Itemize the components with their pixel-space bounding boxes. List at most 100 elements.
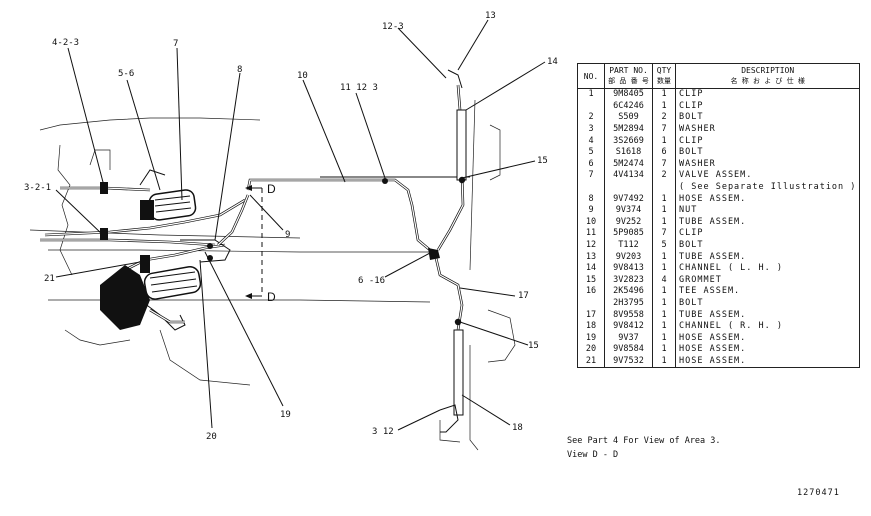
row-description: CLIP	[675, 135, 861, 147]
row-qty	[652, 181, 676, 194]
row-description: CLIP	[675, 88, 861, 101]
row-qty: 2	[652, 170, 676, 182]
callout-21: 21	[44, 274, 55, 284]
callout-20: 20	[206, 432, 217, 442]
row-description: BOLT	[675, 297, 861, 310]
callout-3-2-1: 3-2-1	[24, 183, 51, 193]
header-part-no: PART NO.部 品 番 号	[604, 63, 653, 89]
row-no	[577, 181, 605, 194]
row-qty: 1	[652, 332, 676, 345]
row-no: 11	[577, 228, 605, 240]
row-part-no: 9V8412	[604, 320, 653, 333]
row-no: 16	[577, 286, 605, 298]
row-description: NUT	[675, 204, 861, 217]
row-no: 21	[577, 355, 605, 369]
row-qty: 1	[652, 88, 676, 101]
row-part-no: 9M8405	[604, 88, 653, 101]
row-description: VALVE ASSEM.	[675, 170, 861, 182]
row-no: 19	[577, 332, 605, 345]
row-no: 1	[577, 88, 605, 101]
row-qty: 1	[652, 135, 676, 147]
row-description: GROMMET	[675, 274, 861, 287]
row-qty: 7	[652, 228, 676, 240]
callout-8: 8	[237, 65, 242, 75]
row-no: 4	[577, 135, 605, 147]
grommet-marker-upper	[458, 176, 466, 184]
row-description: BOLT	[675, 239, 861, 252]
row-description: CHANNEL ( L. H. )	[675, 262, 861, 275]
callout-12-3: 12-3	[382, 22, 404, 32]
row-part-no: 9V37	[604, 332, 653, 345]
callout-15-upper: 15	[537, 156, 548, 166]
row-part-no: 9V252	[604, 216, 653, 229]
row-no: 8	[577, 193, 605, 205]
row-part-no: 2H3795	[604, 297, 653, 310]
channel-rh	[453, 329, 464, 416]
row-part-no: S1618	[604, 146, 653, 159]
callout-11-12-3: 11 12 3	[340, 83, 378, 93]
row-part-no: 8V9558	[604, 309, 653, 321]
row-no	[577, 100, 605, 113]
view-d-label-bottom: D	[267, 290, 276, 304]
clip-marker	[382, 178, 388, 184]
row-no: 12	[577, 239, 605, 252]
row-part-no	[604, 181, 653, 194]
row-qty: 1	[652, 309, 676, 321]
row-no: 17	[577, 309, 605, 321]
row-description: BOLT	[675, 146, 861, 159]
callout-17: 17	[518, 291, 529, 301]
drawing-number: 1270471	[797, 488, 840, 498]
header-no: NO.	[577, 63, 605, 89]
row-no: 5	[577, 146, 605, 159]
grommet-marker-lower	[454, 318, 462, 326]
row-no: 9	[577, 204, 605, 217]
row-part-no: 9V8413	[604, 262, 653, 275]
leader-lines	[55, 19, 546, 431]
row-no: 2	[577, 112, 605, 124]
row-description: TUBE ASSEM.	[675, 216, 861, 229]
callout-5-6: 5-6	[118, 69, 134, 79]
row-no: 14	[577, 262, 605, 275]
valve-assembly-upper	[40, 169, 246, 247]
row-part-no: 3S2669	[604, 135, 653, 147]
row-part-no: 9V203	[604, 251, 653, 263]
callout-19: 19	[280, 410, 291, 420]
valve-body-dark	[100, 265, 150, 330]
row-qty: 1	[652, 204, 676, 217]
row-no: 18	[577, 320, 605, 333]
note-see-part-4: See Part 4 For View of Area 3.	[567, 436, 721, 446]
row-description: BOLT	[675, 112, 861, 124]
row-no: 6	[577, 158, 605, 171]
row-description: TUBE ASSEM.	[675, 309, 861, 321]
row-no: 7	[577, 170, 605, 182]
tee-assembly	[428, 248, 440, 260]
row-qty: 1	[652, 320, 676, 333]
row-qty: 2	[652, 112, 676, 124]
row-description: HOSE ASSEM.	[675, 193, 861, 205]
row-description: TUBE ASSEM.	[675, 251, 861, 263]
row-part-no: 9V7532	[604, 355, 653, 369]
row-part-no: 4V4134	[604, 170, 653, 182]
row-part-no: 6C4246	[604, 100, 653, 113]
row-no: 20	[577, 344, 605, 356]
row-part-no: 5M2474	[604, 158, 653, 171]
row-part-no: 2K5496	[604, 286, 653, 298]
